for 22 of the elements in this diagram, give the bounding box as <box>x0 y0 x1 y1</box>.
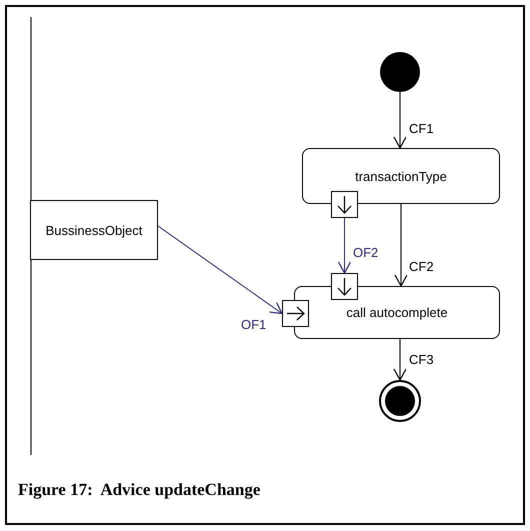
action-box <box>302 148 500 204</box>
edge-label: CF1 <box>408 121 435 136</box>
pin-box <box>331 273 358 300</box>
edge-label: OF2 <box>352 245 380 260</box>
pin-box <box>282 300 309 327</box>
flow-arrow <box>158 226 283 314</box>
node-label: transactionType <box>355 168 447 184</box>
edge-label: OF1 <box>240 317 268 332</box>
figure-caption: Figure 17: Advice updateChange <box>18 480 260 500</box>
edge-label: CF2 <box>408 259 435 274</box>
flow-arrow <box>338 218 352 274</box>
edge-label: CF3 <box>408 352 435 367</box>
initial-node <box>380 52 420 92</box>
final-node <box>379 380 421 422</box>
node-label: call autocomplete <box>346 305 448 320</box>
flow-arrow <box>393 92 407 149</box>
node-label: BussinessObject <box>46 222 142 238</box>
action-box <box>294 286 500 339</box>
flow-arrow <box>394 204 408 287</box>
pin-box <box>331 191 358 218</box>
flow-arrow <box>393 338 407 381</box>
object-box <box>30 200 158 260</box>
